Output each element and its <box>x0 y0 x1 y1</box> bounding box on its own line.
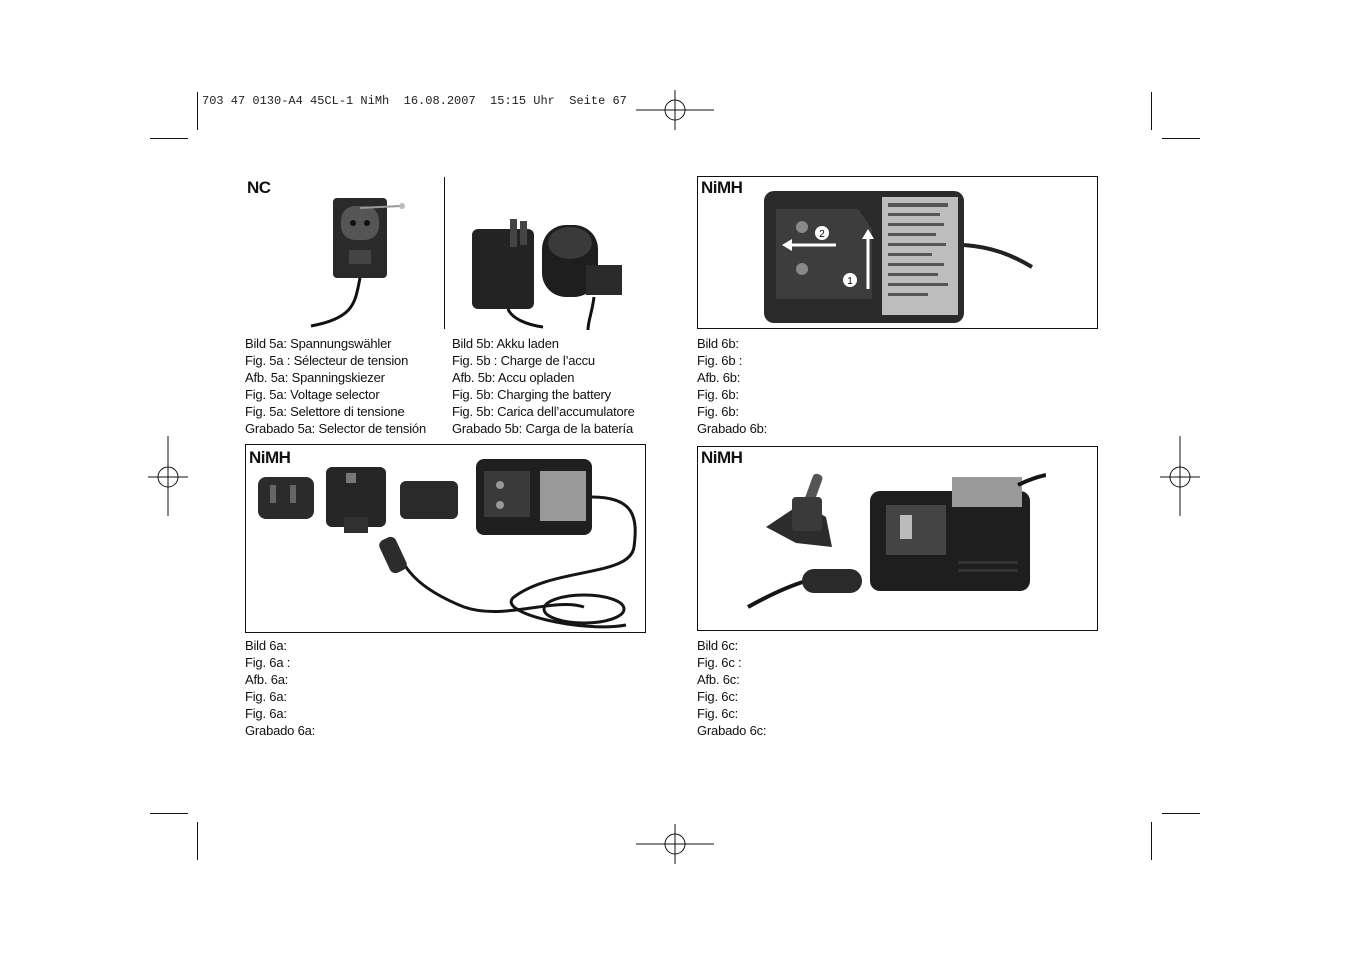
caption-line: Grabado 6c: <box>697 723 767 738</box>
caption-line: Grabado 5a: Selector de tensión <box>245 421 426 436</box>
figure-6a-adapters-image <box>258 459 637 629</box>
crop-mark <box>1151 822 1152 860</box>
crop-mark <box>197 822 198 860</box>
caption-figure-6c: Bild 6c: Fig. 6c : Afb. 6c: Fig. 6c: Fig… <box>697 637 767 739</box>
caption-line: Afb. 5b: Accu opladen <box>452 370 575 385</box>
section-title-nc: NC <box>247 178 271 197</box>
crop-mark <box>197 92 198 130</box>
caption-line: Fig. 6a: <box>245 706 287 721</box>
caption-line: Bild 6b: <box>697 336 739 351</box>
caption-line: Fig. 5a : Sélecteur de tension <box>245 353 409 368</box>
caption-figure-6b: Bild 6b: Fig. 6b : Afb. 6b: Fig. 6b: Fig… <box>697 335 767 437</box>
caption-line: Fig. 6c : <box>697 655 742 670</box>
section-title-nimh: NiMH <box>701 448 743 467</box>
caption-line: Bild 6a: <box>245 638 287 653</box>
caption-line: Fig. 6b: <box>697 387 739 402</box>
caption-line: Bild 5a: Spannungswähler <box>245 336 392 351</box>
caption-line: Grabado 6a: <box>245 723 316 738</box>
column-divider <box>444 177 445 329</box>
crop-mark <box>150 813 188 814</box>
caption-figure-6a: Bild 6a: Fig. 6a : Afb. 6a: Fig. 6a: Fig… <box>245 637 315 739</box>
caption-line: Fig. 6b: <box>697 404 739 419</box>
figure-6c-box: NiMH <box>697 446 1098 631</box>
section-title-nimh: NiMH <box>701 178 743 197</box>
caption-line: Afb. 6c: <box>697 672 740 687</box>
section-title-nimh: NiMH <box>249 448 291 467</box>
caption-figure-5b: Bild 5b: Akku laden Fig. 5b : Charge de … <box>452 335 635 437</box>
caption-line: Fig. 6a : <box>245 655 291 670</box>
print-slug-header: 703 47 0130-A4 45CL-1 NiMh 16.08.2007 15… <box>202 94 627 108</box>
caption-line: Grabado 6b: <box>697 421 768 436</box>
caption-line: Fig. 6c: <box>697 689 739 704</box>
figure-6c-charger-and-plug-image <box>747 473 1046 609</box>
caption-line: Fig. 5a: Voltage selector <box>245 387 380 402</box>
figure-6a-box: NiMH <box>245 444 646 633</box>
caption-line: Fig. 6b : <box>697 353 743 368</box>
caption-line: Bild 6c: <box>697 638 739 653</box>
crop-mark <box>150 138 188 139</box>
registration-mark-icon <box>148 436 188 516</box>
registration-mark-icon <box>1160 436 1200 516</box>
figure-6b-box: NiMH 2 1 <box>697 176 1098 329</box>
crop-mark <box>1162 138 1200 139</box>
arrow-marker-1: 1 <box>847 276 853 287</box>
crop-mark <box>1162 813 1200 814</box>
caption-line: Fig. 6a: <box>245 689 287 704</box>
caption-line: Afb. 5a: Spanningskiezer <box>245 370 385 385</box>
caption-line: Grabado 5b: Carga de la batería <box>452 421 633 436</box>
figure-6b-plug-change-image: 2 1 <box>764 191 1034 323</box>
figure-5b-charging-image <box>472 219 622 330</box>
caption-line: Afb. 6a: <box>245 672 289 687</box>
registration-mark-icon <box>636 824 714 864</box>
crop-mark <box>1151 92 1152 130</box>
caption-line: Fig. 5b : Charge de l’accu <box>452 353 595 368</box>
caption-line: Bild 5b: Akku laden <box>452 336 559 351</box>
arrow-marker-2: 2 <box>819 229 825 240</box>
caption-figure-5a: Bild 5a: Spannungswähler Fig. 5a : Sélec… <box>245 335 426 437</box>
caption-line: Fig. 5b: Carica dell’accumulatore <box>452 404 635 419</box>
caption-line: Afb. 6b: <box>697 370 741 385</box>
figure-5a-voltage-selector-image <box>310 198 405 328</box>
registration-mark-icon <box>636 90 714 130</box>
caption-line: Fig. 5b: Charging the battery <box>452 387 611 402</box>
caption-line: Fig. 5a: Selettore di tensione <box>245 404 405 419</box>
caption-line: Fig. 6c: <box>697 706 739 721</box>
